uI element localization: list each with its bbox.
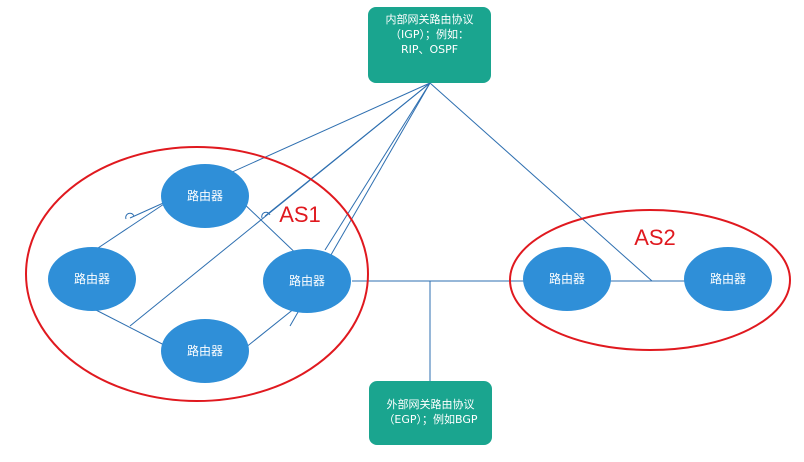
line-hop-arc [125, 212, 135, 220]
router-label: 路由器 [549, 271, 585, 286]
router-as2-right [684, 247, 772, 311]
router-label: 路由器 [74, 271, 110, 286]
router-label: 路由器 [289, 273, 325, 288]
router-as1-left [48, 247, 136, 311]
as1-label: AS1 [279, 202, 321, 227]
as2-outline [509, 209, 791, 351]
router-label: 路由器 [187, 343, 223, 358]
link-left-top [91, 199, 171, 253]
line-hop-arc [261, 211, 271, 219]
router-label: 路由器 [710, 271, 746, 286]
egp-box: 外部网关路由协议 （EGP）；例如BGP [369, 381, 492, 445]
igp-box-line3: RIP、OSPF [400, 43, 459, 56]
router-as1-top [161, 164, 249, 228]
router-as1-bottom [161, 319, 249, 383]
igp-link-as1-top-right [264, 82, 431, 217]
router-as2-left [523, 247, 611, 311]
router-label: 路由器 [187, 188, 223, 203]
link-left-bottom [91, 307, 171, 349]
igp-link-as1-right-upper [324, 82, 431, 251]
igp-box: 内部网关路由协议 （IGP）；例如： RIP、OSPF [368, 7, 491, 83]
igp-box-line1: 内部网关路由协议 [385, 13, 474, 26]
igp-box-line2: （IGP）；例如： [390, 28, 469, 41]
egp-box-line2: （EGP）；例如BGP [383, 413, 478, 426]
igp-link-as2 [429, 82, 653, 282]
egp-box-line1: 外部网关路由协议 [386, 398, 475, 411]
router-as1-right [263, 249, 351, 313]
as2-label: AS2 [634, 225, 676, 250]
as1-outline [25, 146, 369, 402]
